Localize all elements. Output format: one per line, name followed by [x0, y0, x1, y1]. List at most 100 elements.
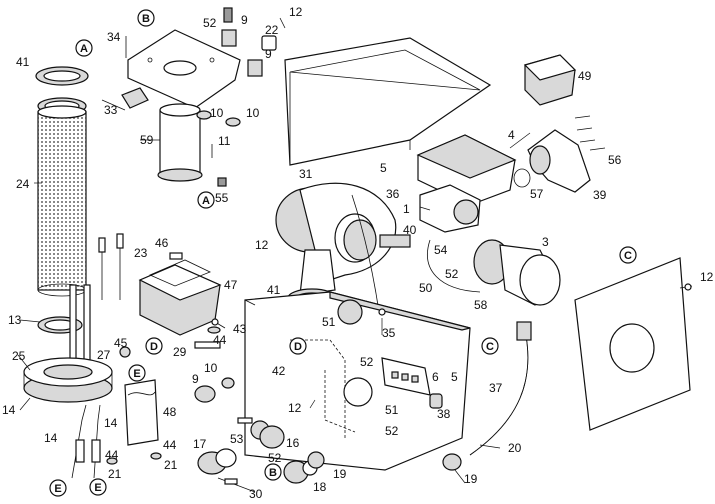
callout-9-mid: 9 [265, 47, 272, 61]
callout-12-low: 12 [288, 401, 302, 415]
callout-55: 55 [215, 191, 229, 205]
callout-34: 34 [107, 30, 121, 44]
callout-38: 38 [437, 407, 451, 421]
callout-12-mid: 12 [255, 238, 269, 252]
burner-cover [284, 37, 492, 166]
callout-33: 33 [104, 103, 118, 117]
control-box-49 [523, 54, 577, 106]
cable-plugs-23 [98, 233, 124, 300]
clip-55 [217, 177, 227, 187]
callout-41-mid: 41 [267, 283, 281, 297]
fitting-29 [194, 341, 221, 349]
callout-14-right: 14 [104, 416, 118, 430]
washer-19 [307, 451, 462, 471]
callout-labels: 1 3 4 5 5 6 9 9 9 10 10 10 11 12 12 12 1… [2, 5, 714, 501]
svg-text:C: C [624, 250, 632, 262]
electrodes-14 [71, 404, 101, 479]
callout-14-left: 14 [2, 403, 16, 417]
svg-text:D: D [294, 341, 302, 353]
callout-44-left: 44 [105, 448, 119, 462]
callout-24: 24 [16, 177, 30, 191]
screw-12-right [679, 283, 693, 291]
callout-10-c: 10 [204, 361, 218, 375]
washers-44 [106, 326, 221, 465]
svg-text:B: B [269, 467, 277, 479]
cap-22 [261, 35, 277, 51]
svg-text:D: D [150, 341, 158, 353]
callout-13: 13 [8, 313, 22, 327]
callout-9-top: 9 [241, 13, 248, 27]
callout-41-left: 41 [16, 55, 30, 69]
coupling-40 [379, 234, 411, 248]
marker-a-2: A [197, 191, 215, 209]
callout-51-lower: 51 [385, 403, 399, 417]
screw-35 [378, 308, 386, 316]
grommet-e-48 [124, 379, 159, 446]
callout-58: 58 [474, 298, 488, 312]
callout-43: 43 [233, 322, 247, 336]
base-disc-25 [23, 357, 113, 403]
callout-52-cable: 52 [445, 267, 459, 281]
callout-53: 53 [230, 432, 244, 446]
callout-57: 57 [530, 187, 544, 201]
callout-21-left: 21 [108, 467, 122, 481]
marker-a-1: A [75, 39, 93, 57]
callout-19-left: 19 [333, 467, 347, 481]
callout-40: 40 [403, 223, 417, 237]
callout-20: 20 [508, 441, 522, 455]
o-ring-57 [513, 168, 531, 188]
marker-d-2: D [289, 337, 307, 355]
screw-43 [211, 318, 226, 329]
callout-18: 18 [313, 480, 327, 494]
flame-tube-mesh-24 [37, 105, 87, 297]
callout-22: 22 [265, 23, 279, 37]
sensor-38 [429, 393, 443, 409]
marker-b-2: B [264, 463, 282, 481]
flange-gasket-41 [35, 66, 89, 86]
pin-53 [237, 417, 253, 424]
svg-text:A: A [202, 195, 210, 207]
connector-46 [169, 252, 183, 260]
callout-44-mid: 44 [213, 333, 227, 347]
svg-text:E: E [133, 368, 140, 380]
svg-text:E: E [94, 482, 101, 494]
transformer-47 [138, 259, 222, 336]
callout-21-right: 21 [164, 458, 178, 472]
callout-4: 4 [508, 128, 515, 142]
callout-47: 47 [224, 278, 238, 292]
callout-10-b: 10 [246, 106, 260, 120]
callout-42: 42 [272, 364, 286, 378]
callout-52-pcb: 52 [360, 355, 374, 369]
marker-d-1: D [145, 337, 163, 355]
hose-20 [469, 321, 532, 456]
mounting-plate [127, 29, 241, 109]
callout-31: 31 [299, 167, 313, 181]
callout-11: 11 [218, 134, 231, 148]
callout-10-a: 10 [210, 106, 224, 120]
callout-48: 48 [163, 405, 177, 419]
callout-30: 30 [249, 487, 263, 501]
callout-27: 27 [97, 348, 111, 362]
marker-e-1: E [128, 364, 146, 382]
internal-dashed-outline [290, 339, 356, 440]
gland-nuts-9 [221, 7, 263, 77]
screws-56 [574, 115, 606, 151]
elbow-39 [527, 129, 591, 193]
callout-52-top: 52 [203, 16, 217, 30]
grommet-16 [259, 425, 285, 449]
marker-e-3: E [89, 478, 107, 496]
screws-small [125, 17, 286, 158]
callout-59: 59 [140, 133, 154, 147]
callout-52-bottom: 52 [385, 424, 399, 438]
callout-29: 29 [173, 345, 187, 359]
svg-text:E: E [54, 483, 61, 495]
grommet-9 [194, 377, 235, 403]
callout-16: 16 [286, 436, 300, 450]
callout-5-top: 5 [380, 161, 387, 175]
marker-c-2: C [619, 246, 637, 264]
motor-1 [419, 184, 481, 233]
marker-b-1: B [137, 9, 155, 27]
callout-9-low: 9 [192, 372, 199, 386]
fan-housing-31 [275, 182, 397, 281]
